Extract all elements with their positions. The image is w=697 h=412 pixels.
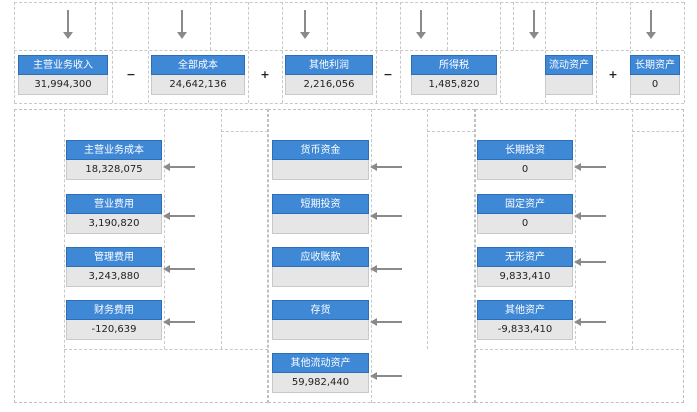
grid-line	[427, 131, 475, 132]
card-financial-expense-label[interactable]: 财务费用	[66, 300, 162, 320]
grid-line	[427, 109, 428, 349]
card-fixed-assets-label[interactable]: 固定资产	[477, 194, 573, 214]
card-inventory-value	[272, 320, 369, 340]
card-intangible-assets-label[interactable]: 无形资产	[477, 247, 573, 267]
grid-line	[475, 349, 684, 350]
plus-operator: +	[260, 68, 270, 81]
card-current-assets-value	[545, 75, 593, 95]
grid-line	[221, 131, 268, 132]
arrow-left-icon	[370, 318, 402, 326]
arrow-down-icon	[645, 10, 657, 40]
card-other-current-assets-value: 59,982,440	[272, 373, 369, 393]
card-admin-expense-value: 3,243,880	[66, 267, 162, 287]
grid-line	[630, 2, 631, 103]
minus-operator: −	[383, 68, 393, 81]
grid-line	[164, 109, 165, 349]
arrow-left-icon	[370, 372, 402, 380]
grid-line	[500, 2, 501, 103]
arrow-down-icon	[176, 10, 188, 40]
grid-line	[400, 2, 401, 103]
card-long-term-assets-label[interactable]: 长期资产	[630, 55, 680, 75]
card-other-current-assets-label[interactable]: 其他流动资产	[272, 353, 369, 373]
grid-line	[282, 2, 283, 103]
card-income-tax-value: 1,485,820	[411, 75, 497, 95]
grid-line	[14, 2, 684, 3]
card-accounts-receivable-label[interactable]: 应收账款	[272, 247, 369, 267]
card-fixed-assets-value: 0	[477, 214, 573, 234]
card-operating-expense-label[interactable]: 营业费用	[66, 194, 162, 214]
grid-line	[95, 2, 96, 50]
grid-line	[14, 103, 684, 104]
grid-line	[112, 2, 113, 103]
arrow-down-icon	[62, 10, 74, 40]
card-other-assets-value: -9,833,410	[477, 320, 573, 340]
arrow-left-icon	[574, 163, 606, 171]
grid-line	[327, 2, 328, 50]
grid-line	[596, 2, 597, 103]
card-main-business-cost-value: 18,328,075	[66, 160, 162, 180]
arrow-left-icon	[370, 265, 402, 273]
card-inventory-label[interactable]: 存货	[272, 300, 369, 320]
arrow-down-icon	[528, 10, 540, 40]
card-total-cost-label[interactable]: 全部成本	[151, 55, 245, 75]
arrow-down-icon	[299, 10, 311, 40]
grid-line	[64, 109, 65, 403]
card-other-profit-value: 2,216,056	[285, 75, 373, 95]
card-income-tax-label[interactable]: 所得税	[411, 55, 497, 75]
arrow-left-icon	[370, 163, 402, 171]
card-main-business-cost-label[interactable]: 主营业务成本	[66, 140, 162, 160]
grid-line	[376, 2, 377, 103]
card-other-assets-label[interactable]: 其他资产	[477, 300, 573, 320]
grid-line	[210, 2, 211, 50]
arrow-down-icon	[415, 10, 427, 40]
grid-line	[632, 109, 633, 349]
plus-operator: +	[608, 68, 618, 81]
grid-line	[64, 349, 268, 350]
card-main-revenue-label[interactable]: 主营业务收入	[18, 55, 108, 75]
card-cash-label[interactable]: 货币资金	[272, 140, 369, 160]
card-intangible-assets-value: 9,833,410	[477, 267, 573, 287]
card-financial-expense-value: -120,639	[66, 320, 162, 340]
grid-line	[632, 131, 684, 132]
long-term-assets-panel	[475, 109, 684, 403]
minus-operator: −	[126, 68, 136, 81]
arrow-left-icon	[574, 258, 606, 266]
arrow-left-icon	[163, 265, 195, 273]
card-operating-expense-value: 3,190,820	[66, 214, 162, 234]
arrow-left-icon	[574, 212, 606, 220]
arrow-left-icon	[370, 212, 402, 220]
grid-line	[513, 2, 514, 50]
card-current-assets-label[interactable]: 流动资产	[545, 55, 593, 75]
card-long-term-investment-label[interactable]: 长期投资	[477, 140, 573, 160]
card-accounts-receivable-value	[272, 267, 369, 287]
card-main-revenue-value: 31,994,300	[18, 75, 108, 95]
card-short-term-investment-label[interactable]: 短期投资	[272, 194, 369, 214]
grid-line	[684, 2, 685, 103]
grid-line	[221, 109, 222, 349]
card-short-term-investment-value	[272, 214, 369, 234]
grid-line	[545, 2, 546, 103]
card-total-cost-value: 24,642,136	[151, 75, 245, 95]
card-other-profit-label[interactable]: 其他利润	[285, 55, 373, 75]
card-long-term-assets-value: 0	[630, 75, 680, 95]
grid-line	[447, 2, 448, 50]
card-long-term-investment-value: 0	[477, 160, 573, 180]
arrow-left-icon	[163, 163, 195, 171]
arrow-left-icon	[574, 318, 606, 326]
grid-line	[14, 50, 684, 51]
grid-line	[248, 2, 249, 103]
grid-line	[371, 109, 372, 403]
grid-line	[148, 2, 149, 103]
arrow-left-icon	[163, 212, 195, 220]
cost-breakdown-panel	[14, 109, 268, 403]
arrow-left-icon	[163, 318, 195, 326]
card-cash-value	[272, 160, 369, 180]
grid-line	[14, 2, 15, 103]
grid-line	[575, 109, 576, 349]
card-admin-expense-label[interactable]: 管理费用	[66, 247, 162, 267]
